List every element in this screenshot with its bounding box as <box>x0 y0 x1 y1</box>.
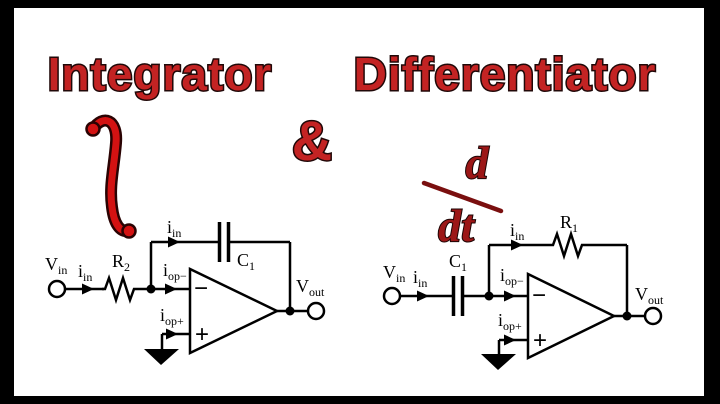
junction-dot <box>622 311 632 321</box>
current-arrow <box>417 290 429 302</box>
capacitor-icon <box>217 222 231 262</box>
derivative-numerator: d <box>466 137 490 188</box>
junction-dot <box>484 291 494 301</box>
capacitor-label: C1 <box>449 251 467 274</box>
output-terminal <box>306 301 326 321</box>
derivative-denominator: dt <box>438 200 475 251</box>
current-arrow <box>504 334 516 346</box>
derivative-icon: d dt <box>421 136 504 252</box>
iin-label: iin <box>413 267 427 290</box>
iop-plus-label: iop+ <box>160 305 184 328</box>
ifb-label: iin <box>167 217 181 240</box>
current-arrow <box>82 283 94 295</box>
iop-plus-label: iop+ <box>498 310 522 333</box>
output-terminal <box>643 306 663 326</box>
integrator-title: Integrator <box>48 48 273 100</box>
differentiator-title: Differentiator <box>354 48 657 100</box>
opamp-plus-sign: + <box>533 327 547 354</box>
input-terminal <box>47 279 67 299</box>
resistor-icon <box>102 273 137 305</box>
ground-icon <box>144 349 179 365</box>
junction-dot <box>285 306 295 316</box>
ifb-label: iin <box>510 220 524 243</box>
resistor-label: R2 <box>112 251 130 274</box>
current-arrow <box>168 236 180 248</box>
opamp-icon <box>188 267 280 355</box>
input-terminal <box>382 286 402 306</box>
integral-icon <box>85 114 137 239</box>
vin-label: Vin <box>383 262 405 285</box>
resistor-icon <box>550 229 585 261</box>
opamp-minus-sign: − <box>532 282 546 309</box>
iop-minus-label: iop− <box>500 265 524 288</box>
resistor-label: R1 <box>560 212 578 235</box>
vin-label: Vin <box>45 254 67 277</box>
opamp-icon <box>526 271 617 361</box>
ampersand-symbol: & <box>292 109 332 172</box>
current-arrow <box>504 290 516 302</box>
vout-label: Vout <box>296 276 325 299</box>
iop-minus-label: iop− <box>163 260 187 283</box>
integrator-circuit: − + Vin iin R2 iop− iin C1 iop+ Vout <box>45 217 326 365</box>
vout-label: Vout <box>635 284 664 307</box>
current-arrow <box>511 239 523 251</box>
ground-icon <box>481 354 516 370</box>
opamp-plus-sign: + <box>195 321 209 348</box>
fraction-bar <box>421 180 504 214</box>
current-arrow <box>166 328 178 340</box>
current-arrow <box>165 283 177 295</box>
opamp-minus-sign: − <box>194 275 208 302</box>
content-area <box>14 8 704 396</box>
differentiator-circuit: − + Vin iin C1 iop− iin R1 iop+ Vout <box>382 212 664 370</box>
junction-dot <box>146 284 156 294</box>
iin-label: iin <box>78 261 92 284</box>
capacitor-label: C1 <box>237 250 255 273</box>
capacitor-icon <box>451 276 465 316</box>
